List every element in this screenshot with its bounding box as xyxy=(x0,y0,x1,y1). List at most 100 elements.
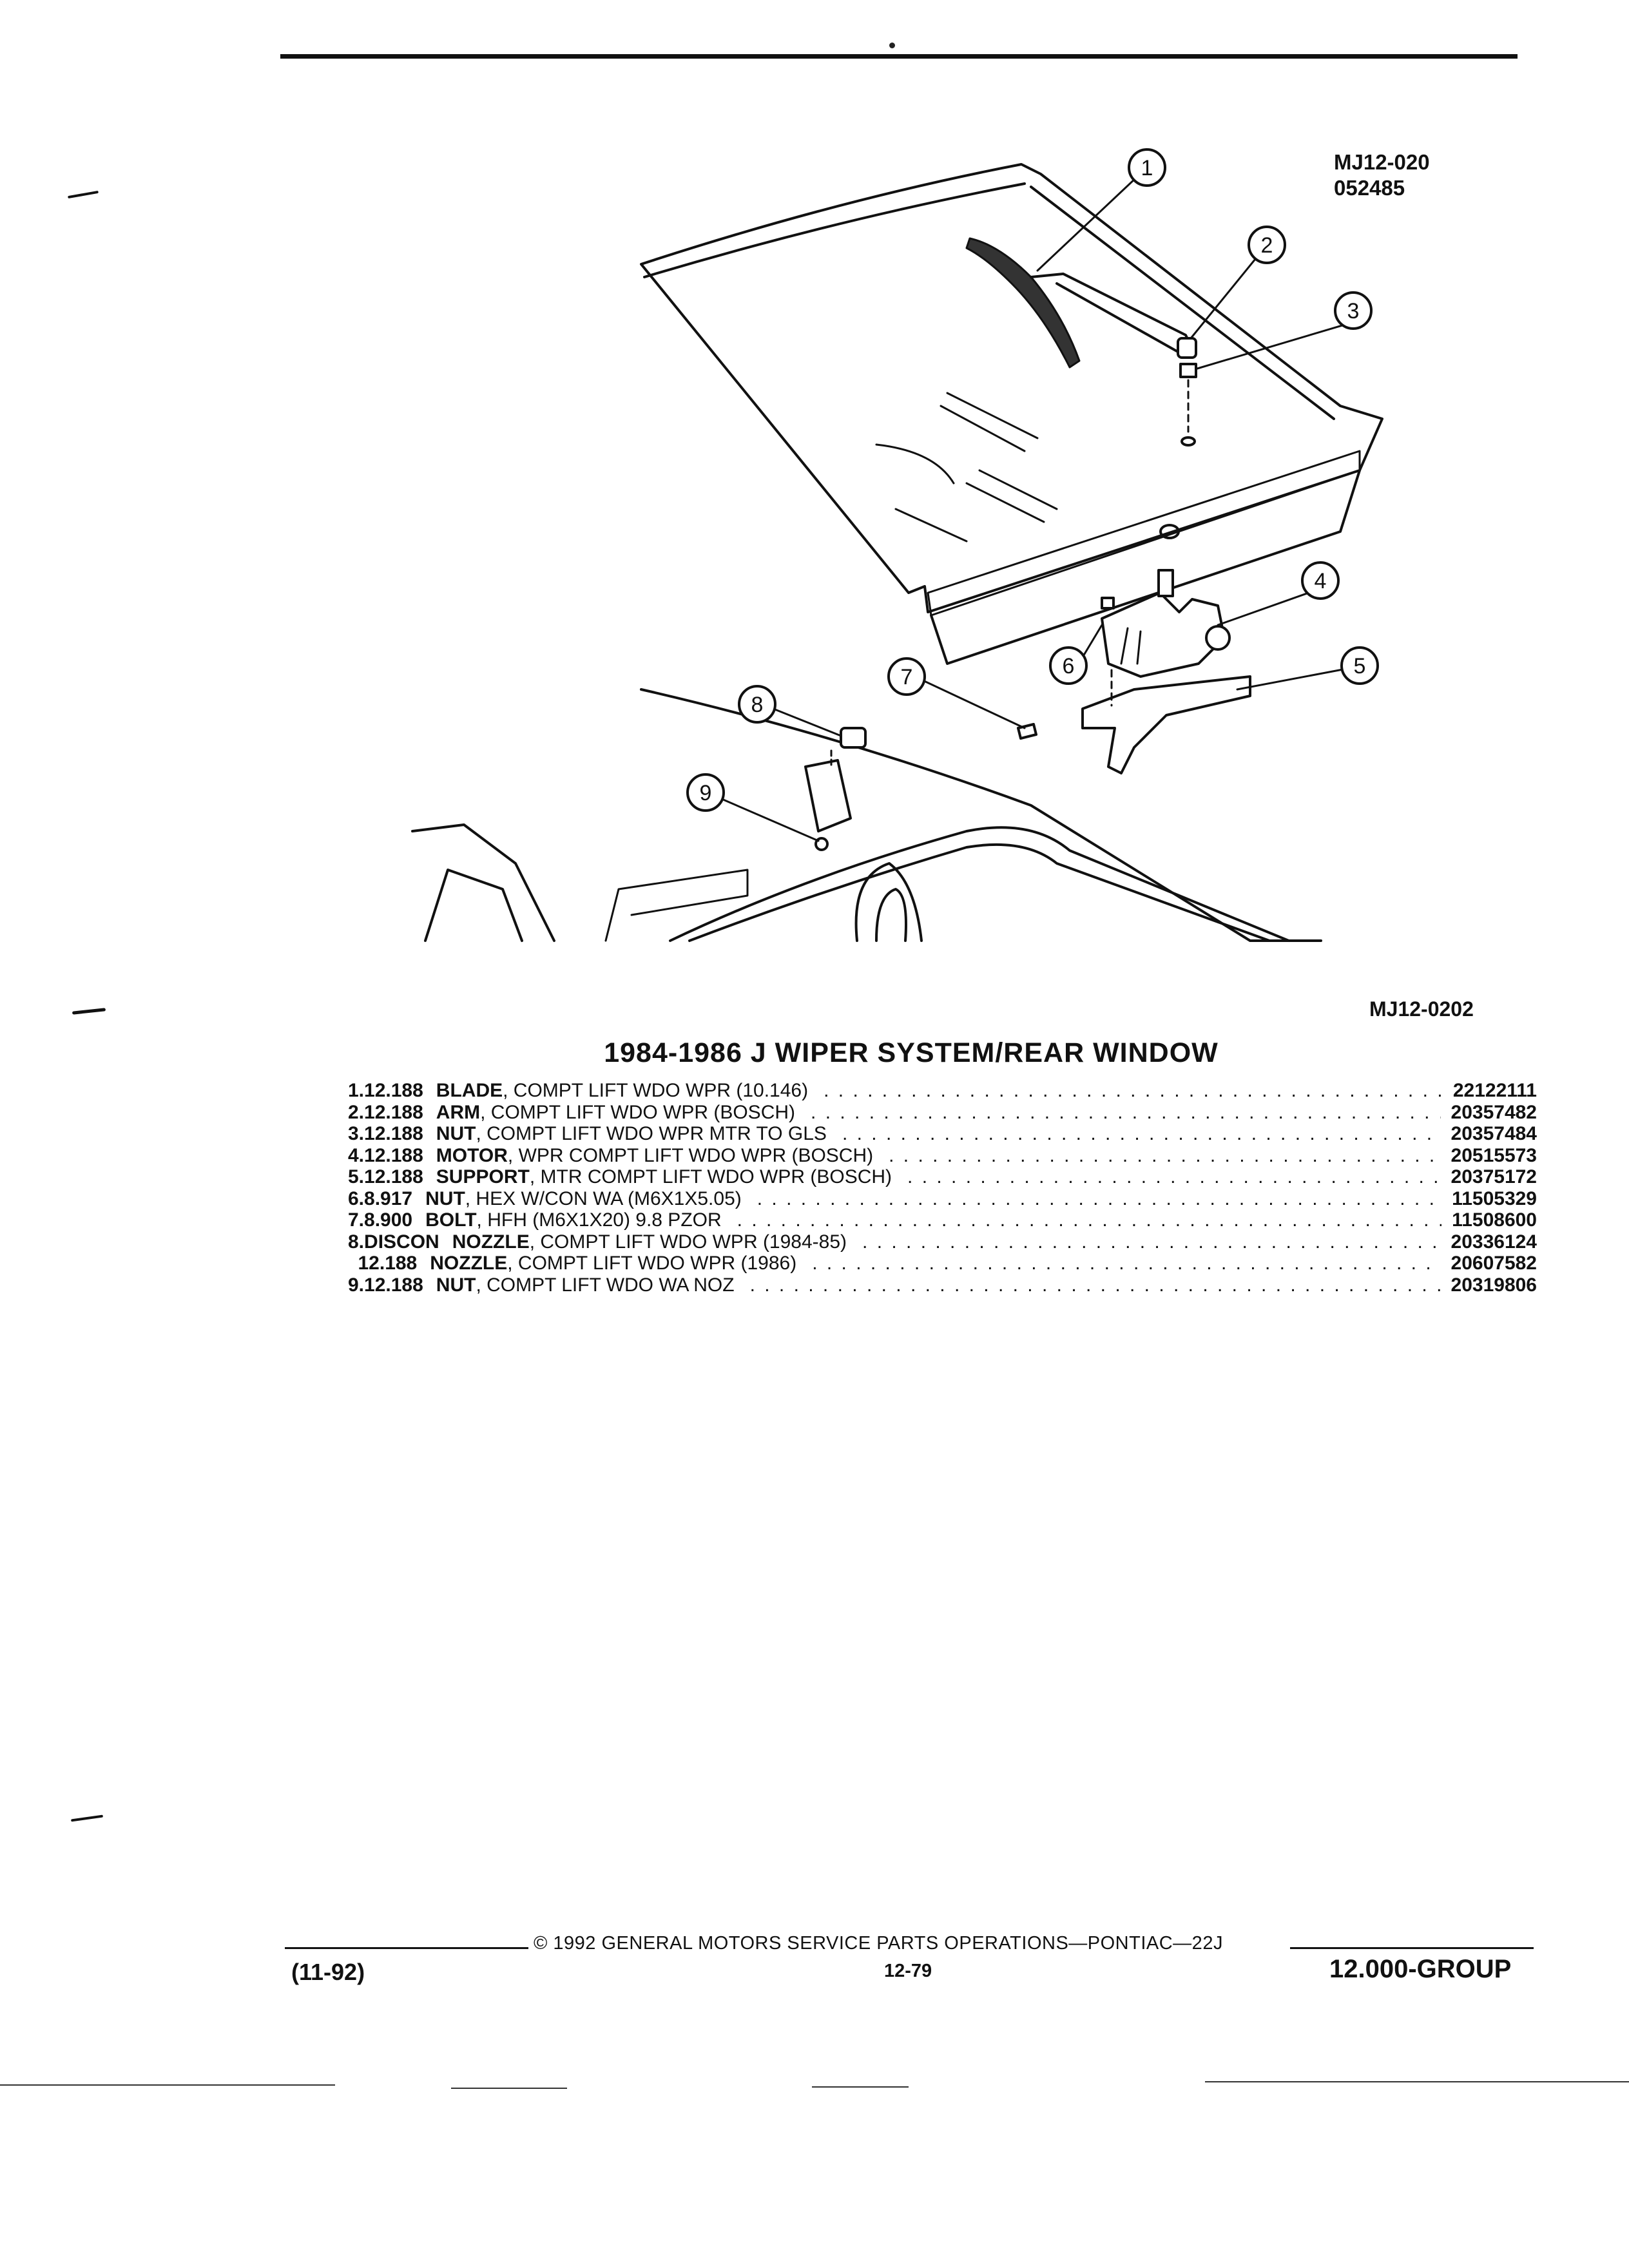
part-number: 20319806 xyxy=(1451,1274,1537,1296)
part-number: 20607582 xyxy=(1451,1253,1537,1274)
lock-cylinder xyxy=(1159,524,1180,539)
figure-code: MJ12-0202 xyxy=(1369,997,1474,1021)
glass-reflection xyxy=(875,443,955,485)
callout-6: 6 xyxy=(1049,646,1088,685)
part-index: 2. xyxy=(348,1101,365,1123)
wiper-arm-pivot xyxy=(1177,337,1197,359)
part-group: 12.188 xyxy=(364,1144,423,1166)
glass-reflection xyxy=(940,392,1039,452)
part-row: 3.12.188 NUT, COMPT LIFT WDO WPR MTR TO G… xyxy=(348,1123,1537,1145)
bottom-rule xyxy=(451,2088,567,2089)
liftgate-glass-inner xyxy=(1030,186,1335,420)
dot-leader xyxy=(842,1123,1441,1145)
callout-3-label: 3 xyxy=(1347,299,1360,323)
part-index: 6. xyxy=(348,1187,365,1209)
liftgate-glass-edge xyxy=(643,182,1026,278)
part-group: 12.188 xyxy=(364,1274,423,1296)
wiper-motor xyxy=(1101,591,1226,678)
bottom-rule xyxy=(812,2086,909,2088)
b-pillar-inner xyxy=(875,888,907,942)
dot-leader xyxy=(889,1145,1440,1167)
part-name: SUPPORT xyxy=(436,1166,530,1187)
callout-3: 3 xyxy=(1334,291,1373,330)
part-description: , HEX W/CON WA (M6X1X5.05) xyxy=(465,1187,742,1209)
part-number: 20375172 xyxy=(1451,1166,1537,1187)
bottom-rule xyxy=(0,2084,335,2086)
part-group: 8.900 xyxy=(364,1209,413,1231)
part-index: 4. xyxy=(348,1144,365,1166)
dot-leader xyxy=(824,1080,1443,1102)
top-rule xyxy=(280,54,1518,59)
callout-5: 5 xyxy=(1340,646,1379,685)
part-description: , MTR COMPT LIFT WDO WPR (BOSCH) xyxy=(529,1166,892,1187)
part-index: 8. xyxy=(348,1231,365,1253)
part-group: DISCON xyxy=(364,1231,439,1253)
part-description: , HFH (M6X1X20) 9.8 PZOR xyxy=(476,1209,722,1231)
part-group: 12.188 xyxy=(364,1080,423,1101)
part-group: 8.917 xyxy=(364,1187,413,1209)
part-name: NUT xyxy=(436,1123,476,1144)
part-name: MOTOR xyxy=(436,1144,508,1166)
page-title: 1984-1986 J WIPER SYSTEM/REAR WINDOW xyxy=(604,1037,1219,1068)
part-index: 7. xyxy=(348,1209,365,1231)
callout-2: 2 xyxy=(1248,226,1286,264)
reference-code-line-2: 052485 xyxy=(1334,176,1405,200)
callout-7: 7 xyxy=(887,657,926,696)
motor-grommet xyxy=(1205,625,1231,651)
callout-1: 1 xyxy=(1128,148,1166,187)
motor-bracket-tab xyxy=(1120,627,1142,665)
callout-2-label: 2 xyxy=(1261,233,1273,258)
footer-rule-right xyxy=(1290,1947,1534,1949)
dot-leader xyxy=(812,1253,1440,1274)
part-number: 11508600 xyxy=(1452,1209,1537,1231)
dot-leader xyxy=(757,1188,1441,1210)
roof-rail xyxy=(669,826,1290,942)
leader-lines xyxy=(720,166,1358,842)
copyright-notice: © 1992 GENERAL MOTORS SERVICE PARTS OPER… xyxy=(534,1933,1223,1954)
part-number: 20336124 xyxy=(1451,1231,1537,1253)
callout-4: 4 xyxy=(1301,561,1340,600)
callout-7-label: 7 xyxy=(901,665,913,689)
dot-leader xyxy=(737,1209,1442,1231)
part-name: NUT xyxy=(436,1274,476,1296)
dot-leader xyxy=(907,1166,1440,1188)
part-description: , COMPT LIFT WDO WA NOZ xyxy=(476,1274,735,1296)
part-index: 3. xyxy=(348,1123,365,1144)
bottom-rule xyxy=(1205,2081,1629,2082)
part-description: , COMPT LIFT WDO WPR MTR TO GLS xyxy=(476,1123,827,1144)
reference-code: MJ12-020 052485 xyxy=(1334,149,1430,201)
glass-reflection xyxy=(965,469,1058,523)
part-number: 22122111 xyxy=(1452,1080,1537,1101)
callout-5-label: 5 xyxy=(1354,654,1366,678)
part-group: 12.188 xyxy=(364,1123,423,1144)
binder-mark xyxy=(70,1814,104,1822)
part-description: , COMPT LIFT WDO WPR (1986) xyxy=(507,1253,797,1274)
callout-4-label: 4 xyxy=(1315,569,1327,593)
wiper-blade xyxy=(965,237,1081,369)
motor-nut xyxy=(1101,597,1115,610)
part-index: 1. xyxy=(348,1080,365,1101)
motor-shaft xyxy=(1157,569,1174,597)
binder-mark xyxy=(72,1008,106,1015)
page-number: 12-79 xyxy=(884,1961,932,1981)
callout-6-label: 6 xyxy=(1063,654,1075,678)
part-description: , COMPT LIFT WDO WPR (BOSCH) xyxy=(480,1101,796,1123)
speck xyxy=(889,43,895,48)
part-name: ARM xyxy=(436,1101,481,1123)
part-number: 11505329 xyxy=(1452,1187,1537,1209)
side-window xyxy=(411,823,555,942)
callout-8: 8 xyxy=(738,685,776,724)
callout-1-label: 1 xyxy=(1141,156,1153,180)
part-name: BLADE xyxy=(436,1080,503,1101)
b-pillar xyxy=(854,862,923,942)
dot-leader xyxy=(811,1102,1440,1124)
part-number: 20357482 xyxy=(1451,1101,1537,1123)
part-name: NOZZLE xyxy=(452,1231,530,1253)
